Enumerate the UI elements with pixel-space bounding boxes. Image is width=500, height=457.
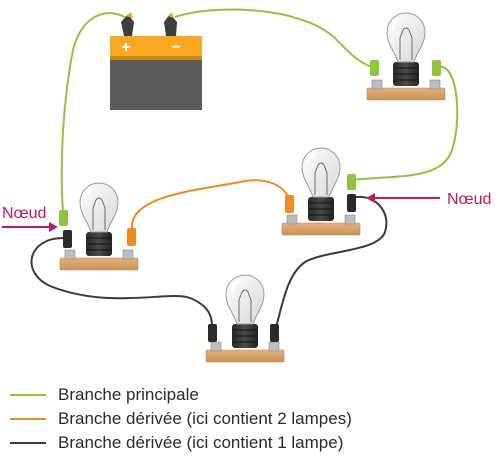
wire-branch-1-lamp-left — [30, 237, 213, 327]
battery-minus-label: − — [171, 39, 180, 56]
plug-green — [59, 210, 68, 226]
legend-item-main: Branche principale — [8, 383, 488, 407]
legend: Branche principale Branche dérivée (ici … — [8, 383, 488, 455]
plug-black — [347, 194, 356, 212]
plug-green — [347, 174, 356, 190]
arrow-left-icon — [366, 193, 440, 203]
lamp-icon-bottom — [205, 274, 285, 363]
wire-main-battery-to-left-node — [60, 12, 126, 213]
battery-icon — [110, 12, 202, 110]
legend-swatch-branch-2 — [10, 418, 46, 420]
plug-green — [432, 60, 441, 76]
plug-green — [370, 60, 379, 76]
arrow-right-icon — [2, 222, 58, 232]
plug-orange — [285, 195, 294, 213]
legend-item-branch-2: Branche dérivée (ici contient 2 lampes) — [8, 407, 488, 431]
lamp-icon-middle — [281, 147, 361, 236]
wire-branch-2-lamps — [130, 179, 291, 229]
battery-plus-label: + — [121, 39, 130, 56]
plug-orange — [127, 228, 136, 246]
lamp-icon-top-right — [366, 12, 446, 101]
plug-black — [270, 324, 279, 342]
wire-main-battery-to-top-lamp — [174, 8, 376, 69]
legend-item-branch-1: Branche dérivée (ici contient 1 lampe) — [8, 431, 488, 455]
wire-main-top-lamp-to-right-node — [351, 65, 459, 181]
wire-branch-1-lamp-right — [274, 195, 388, 331]
legend-swatch-main — [10, 394, 46, 396]
legend-swatch-branch-1 — [10, 442, 46, 444]
legend-label-main: Branche principale — [58, 385, 199, 404]
lamp-icon-left — [59, 182, 139, 271]
legend-label-branch-2: Branche dérivée (ici contient 2 lampes) — [58, 409, 352, 428]
legend-label-branch-1: Branche dérivée (ici contient 1 lampe) — [58, 433, 344, 452]
plug-black — [63, 230, 72, 248]
plug-black — [208, 324, 217, 342]
node-label-left: Nœud — [2, 205, 46, 222]
node-label-right: Nœud — [447, 191, 491, 208]
